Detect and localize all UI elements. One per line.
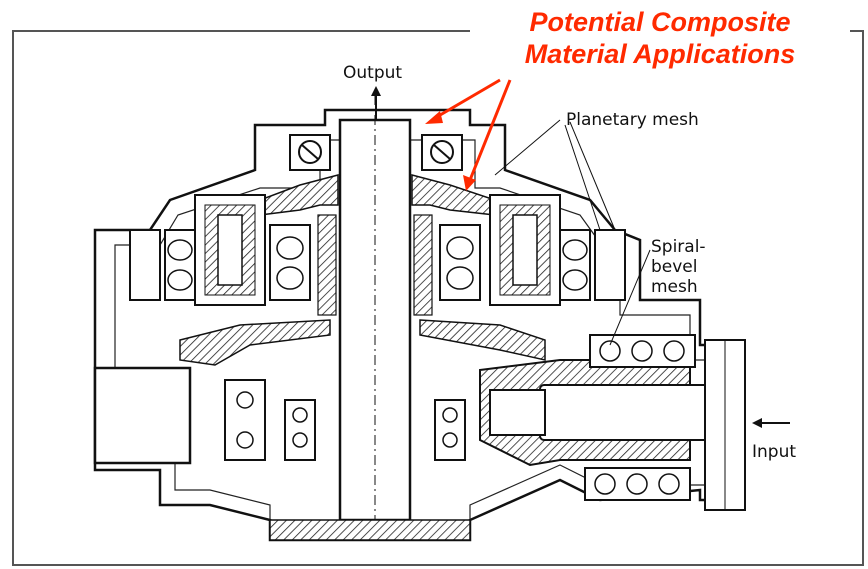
callout-title: Potential Composite Material Application… xyxy=(470,6,850,70)
callout-arrows xyxy=(425,78,512,191)
input-bearings-top xyxy=(589,334,696,368)
callout-line-2: Material Applications xyxy=(524,39,796,69)
planet-gear-right xyxy=(489,194,561,306)
label-spiral-bevel-line-2: mesh xyxy=(651,277,698,297)
label-input: Input xyxy=(752,442,797,462)
left-mount xyxy=(93,366,192,465)
roller-bearing-right-outer xyxy=(559,229,626,301)
roller-bearing-left-outer xyxy=(129,229,196,301)
lower-right-bearings xyxy=(434,399,466,461)
carrier-left xyxy=(259,174,339,216)
input-bearings-bottom xyxy=(584,467,691,501)
input-shaft xyxy=(539,384,711,441)
bottom-sump xyxy=(269,519,471,541)
label-spiral-bevel-line-1: Spiral-bevel xyxy=(651,237,706,277)
planet-gear-left xyxy=(194,194,266,306)
lower-left-bearings xyxy=(224,379,316,461)
bevel-gear-plate xyxy=(179,319,331,366)
top-bearing-left xyxy=(289,134,331,171)
roller-bearing-right-inner xyxy=(439,224,481,301)
figure-frame xyxy=(12,30,864,566)
planetary-leader-1 xyxy=(494,119,561,176)
label-spiral-bevel-mesh: Spiral-bevel mesh xyxy=(651,237,731,297)
carrier-right xyxy=(411,174,496,216)
callout-line-1: Potential Composite xyxy=(529,7,791,37)
roller-bearing-left-inner xyxy=(269,224,311,301)
planetary-leader-3 xyxy=(569,121,616,231)
planetary-leader-2 xyxy=(564,124,601,231)
bevel-leader xyxy=(609,249,651,346)
label-output: Output xyxy=(343,63,403,83)
label-planetary-mesh: Planetary mesh xyxy=(566,110,699,130)
top-bearing-right xyxy=(421,134,463,171)
